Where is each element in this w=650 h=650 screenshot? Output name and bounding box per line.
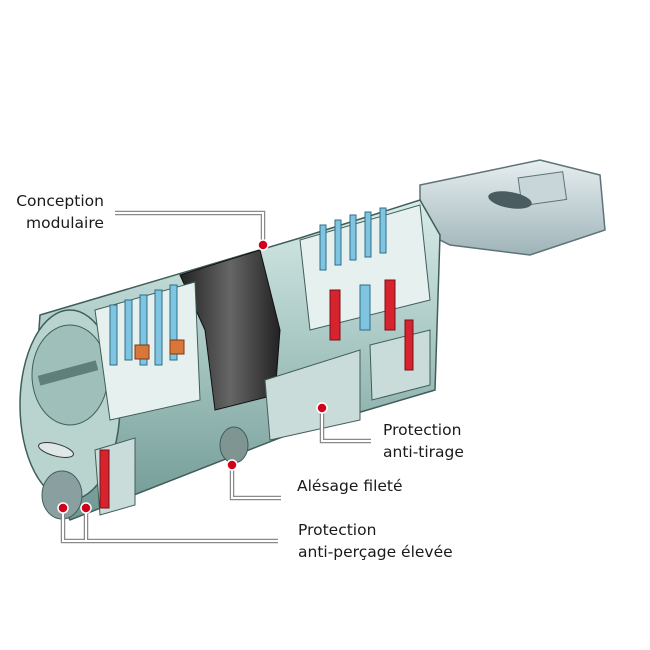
label-line: anti-perçage élevée [298,543,453,561]
label-threaded-bore: Alésage fileté [297,475,403,497]
label-anti-pull: Protection anti-tirage [383,419,464,463]
leader-lines [60,210,371,544]
label-line: Protection [383,421,462,439]
label-line: Protection [298,521,377,539]
label-modular-design: Conception modulaire [12,190,104,234]
label-line: Conception [16,192,104,210]
pins [99,207,414,509]
label-line: Alésage fileté [297,477,403,495]
brand-logo [38,442,74,458]
marker-dot-threaded-bore [226,459,238,471]
cylinder-body [19,199,441,521]
key-brand-logo [488,191,532,209]
threaded-bore [219,426,249,464]
label-anti-drill: Protection anti-perçage élevée [298,519,453,563]
marker-dot-modular [257,239,269,251]
marker-dot-anti-drill-2 [80,502,92,514]
label-line: modulaire [26,214,104,232]
marker-dot-anti-drill-1 [57,502,69,514]
key [419,159,606,256]
label-line: anti-tirage [383,443,464,461]
marker-dot-anti-pull [316,402,328,414]
marker-dots [57,239,328,514]
